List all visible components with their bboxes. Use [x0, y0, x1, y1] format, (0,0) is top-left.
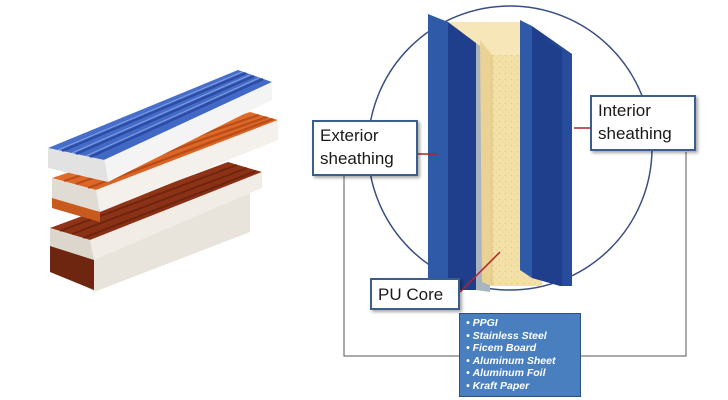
- pu-core-label-text: PU Core: [378, 285, 444, 304]
- interior-label-line1: Interior: [598, 101, 651, 120]
- facing-materials-box: PPGI Stainless Steel Ficem Board Aluminu…: [459, 313, 581, 397]
- exterior-label-line2: sheathing: [320, 149, 394, 168]
- material-item: PPGI: [466, 317, 574, 330]
- interior-sheathing-panel: [520, 20, 572, 286]
- brown-roof-panel: [50, 162, 262, 292]
- pu-core-label: PU Core: [370, 278, 460, 310]
- material-item: Stainless Steel: [466, 330, 574, 343]
- material-item: Aluminum Foil: [466, 367, 574, 380]
- interior-sheathing-label: Interior sheathing: [590, 95, 696, 151]
- material-item: Kraft Paper: [466, 380, 574, 393]
- core-pointer: [459, 251, 501, 293]
- facing-materials-list: PPGI Stainless Steel Ficem Board Aluminu…: [466, 317, 574, 392]
- sandwich-panel-stack: [48, 70, 278, 292]
- interior-label-line2: sheathing: [598, 124, 672, 143]
- material-item: Aluminum Sheet: [466, 355, 574, 368]
- connector-line-left: [343, 176, 459, 357]
- blue-roof-panel: [48, 70, 272, 182]
- exterior-sheathing-label: Exterior sheathing: [312, 120, 418, 176]
- exterior-sheathing-panel: [428, 14, 476, 290]
- exterior-label-line1: Exterior: [320, 126, 379, 145]
- connector-line-right: [581, 152, 687, 357]
- material-item: Ficem Board: [466, 342, 574, 355]
